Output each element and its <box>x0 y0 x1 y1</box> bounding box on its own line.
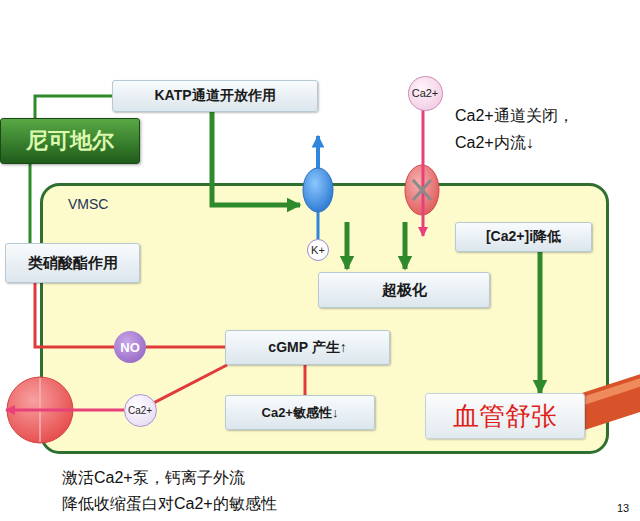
node-text: cGMP 产生↑ <box>268 339 346 357</box>
process-box: Ca2+敏感性↓ <box>225 395 375 430</box>
node-text: Ca2+敏感性↓ <box>262 404 339 422</box>
channel-closed-mark <box>413 180 431 200</box>
node-text: NO <box>120 340 140 355</box>
hyperpolarization-arrow <box>403 222 408 269</box>
connector <box>35 283 114 347</box>
connector <box>212 112 300 205</box>
note-text: Ca2+通道关闭， <box>455 106 574 127</box>
node-text: [Ca2+]i降低 <box>486 228 561 246</box>
process-box: 超极化 <box>318 272 490 308</box>
node-text: 超极化 <box>382 281 427 300</box>
node-text: 血管舒张 <box>453 399 557 434</box>
k-channel <box>303 168 333 212</box>
connector <box>35 96 112 118</box>
node-text: KATP通道开放作用 <box>154 87 275 105</box>
k-channel-stem <box>317 210 320 239</box>
process-box: [Ca2+]i降低 <box>455 222 592 252</box>
connector <box>304 365 307 395</box>
node-text: Ca2+ <box>128 405 152 416</box>
process-box: KATP通道开放作用 <box>112 80 318 112</box>
result-box: 血管舒张 <box>425 393 585 439</box>
ion-circle: Ca2+ <box>408 76 443 111</box>
molecule-circle: NO <box>114 331 146 363</box>
cell-region: VMSC [Ca2+]i降低 K+ 超极化 NO cGMP 产生↑ Ca2+ Ca2+敏感性↓… <box>40 183 608 453</box>
region-heading: VMSC <box>68 196 108 212</box>
node-text: 类硝酸酯作用 <box>28 254 118 273</box>
ca-efflux-arrow <box>6 409 124 412</box>
ion-circle: K+ <box>307 239 329 261</box>
hyperpolarization-arrow <box>345 222 350 269</box>
node-text: Ca2+ <box>412 87 439 99</box>
k-efflux-arrow <box>316 136 320 170</box>
note-text: 激活Ca2+泵，钙离子外流 <box>62 468 245 489</box>
node-text: K+ <box>311 244 325 256</box>
drug-box: 尼可地尔 <box>0 118 140 164</box>
connector <box>538 252 543 393</box>
connector <box>146 346 225 349</box>
note-text: Ca2+内流↓ <box>455 133 534 154</box>
ca-influx-arrow <box>422 110 425 236</box>
page-number: 13 <box>617 502 629 514</box>
cell-outline <box>42 185 608 453</box>
note-text: 降低收缩蛋白对Ca2+的敏感性 <box>62 494 277 515</box>
connector <box>155 365 227 402</box>
ion-circle: Ca2+ <box>124 394 157 427</box>
process-box: cGMP 产生↑ <box>225 330 390 365</box>
node-text: 尼可地尔 <box>26 126 114 156</box>
connector <box>29 164 32 243</box>
process-box: 类硝酸酯作用 <box>5 243 140 283</box>
